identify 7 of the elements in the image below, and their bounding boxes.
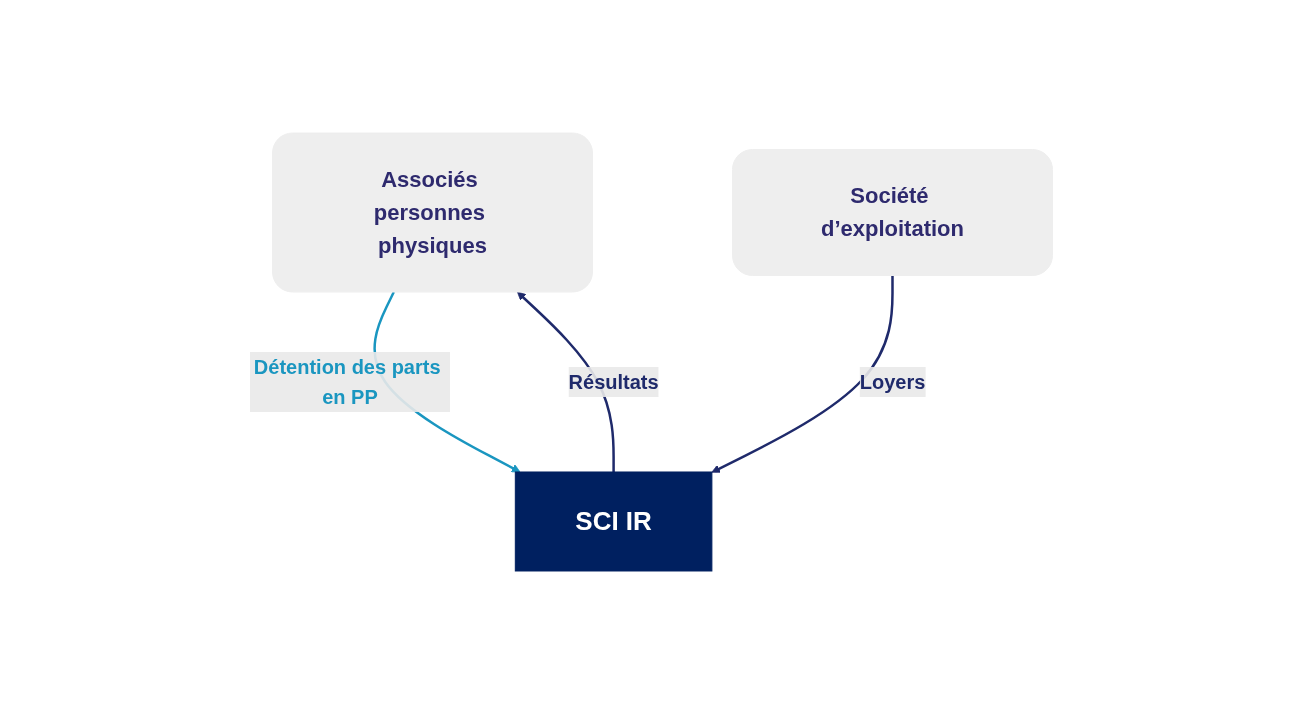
arrow (711, 275, 894, 473)
edge-label: Loyers (859, 370, 926, 393)
node-box: SCI IR (514, 471, 713, 571)
edge-label: Résultats (568, 370, 659, 393)
node-box: Associés personnes physiques (271, 132, 593, 292)
node-box: Société d’exploitation (731, 148, 1053, 276)
edge-label: Détention des parts en PP (253, 355, 441, 408)
